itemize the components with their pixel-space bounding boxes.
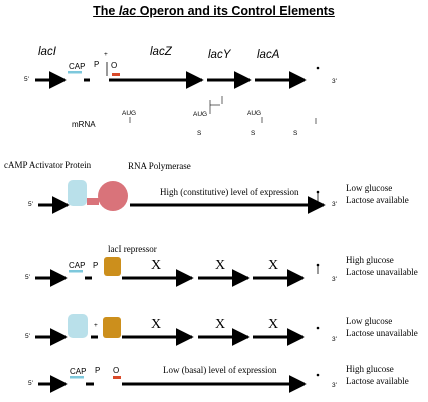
diagram-title: The lac Operon and its Control Elements — [93, 4, 335, 18]
scenario-2-block-laca: X — [268, 258, 279, 273]
mrna-marks — [129, 96, 317, 124]
scenario-4-glucose: High glucose — [346, 364, 394, 374]
scenario-1-level-dot — [316, 190, 320, 194]
cap-activator-label: cAMP Activator Protein — [4, 160, 92, 170]
mrna-aug-3: AUG — [247, 110, 262, 117]
scenario-4-dot — [316, 373, 320, 377]
scenario-1-three-prime: 3' — [332, 201, 337, 208]
promoter-label: P — [94, 60, 100, 69]
scenario-3-dot — [316, 326, 320, 330]
scenario-3-three-prime: 3' — [332, 336, 337, 343]
scenario-2-strand — [35, 257, 320, 287]
cap-site-label: CAP — [69, 62, 86, 71]
scenario-4-expression: Low (basal) level of expression — [163, 365, 277, 375]
scenario-3-block-lacy: X — [215, 317, 226, 332]
scenario-4-three-prime: 3' — [332, 382, 337, 389]
scenario-2-promoter-label: P — [93, 261, 99, 270]
top-five-prime: 5' — [24, 76, 29, 83]
mrna-stop-3: S — [293, 130, 298, 137]
scenario-4-operator-label: O — [113, 366, 120, 375]
scenario-1-glucose: Low glucose — [346, 183, 393, 193]
scenario-4-strand — [38, 373, 320, 393]
scenario-3-lactose: Lactose unavailable — [346, 328, 418, 338]
gene-label-lacy: lacY — [208, 49, 231, 61]
operator-mark — [112, 73, 120, 76]
rna-polymerase — [98, 181, 128, 211]
operator-label: O — [111, 61, 118, 70]
mrna-stop-2: S — [251, 130, 256, 137]
scenario-4-promoter-label: P — [95, 366, 101, 375]
scenario-1-strand — [38, 180, 326, 214]
start-plus-label: + — [104, 51, 108, 58]
top-three-prime: 3' — [332, 78, 337, 85]
terminator-dot — [316, 66, 320, 70]
gene-label-laci: lacI — [38, 46, 56, 58]
mrna-aug-2: AUG — [193, 111, 208, 118]
scenario-4-cap-site — [70, 376, 84, 379]
scenario-1-lactose: Lactose available — [346, 195, 409, 205]
scenario-2-dot — [316, 263, 320, 267]
mrna-aug-1: AUG — [122, 110, 137, 117]
gene-label-laca: lacA — [257, 49, 280, 61]
scenario-3-cap-protein — [68, 314, 88, 338]
scenario-2-five-prime: 5' — [25, 274, 30, 281]
scenario-3-block-laca: X — [268, 317, 279, 332]
scenario-2-lactose: Lactose unavailable — [346, 267, 418, 277]
laci-repressor — [104, 257, 121, 276]
scenario-4-lactose: Lactose available — [346, 376, 409, 386]
repressor-label: lacI repressor — [108, 244, 157, 254]
scenario-1-five-prime: 5' — [28, 201, 33, 208]
scenario-3-plus-label: + — [94, 322, 98, 329]
scenario-4-cap-label: CAP — [70, 367, 87, 376]
scenario-2-cap-site — [69, 270, 83, 273]
scenario-2-cap-label: CAP — [69, 261, 86, 270]
scenario-2-block-lacz: X — [151, 258, 162, 273]
scenario-4-five-prime: 5' — [28, 380, 33, 387]
scenario-3-glucose: Low glucose — [346, 316, 393, 326]
scenario-3-repressor — [103, 317, 121, 338]
scenario-2-three-prime: 3' — [332, 276, 337, 283]
scenario-2-block-lacy: X — [215, 258, 226, 273]
scenario-2-glucose: High glucose — [346, 255, 394, 265]
scenario-3-strand — [35, 314, 320, 346]
polymerase-linker — [87, 198, 99, 205]
mrna-label: mRNA — [72, 120, 96, 129]
cap-activator-protein — [68, 180, 87, 206]
gene-label-lacz: lacZ — [150, 46, 172, 58]
scenario-3-block-lacz: X — [151, 317, 162, 332]
mrna-stop-1: S — [197, 130, 202, 137]
rna-polymerase-label: RNA Polymerase — [128, 161, 191, 171]
title-gene-name: lac — [118, 4, 137, 18]
scenario-1-expression: High (constitutive) level of expression — [160, 187, 299, 197]
gene-map — [35, 62, 320, 89]
scenario-3-five-prime: 5' — [25, 333, 30, 340]
scenario-4-operator — [113, 376, 121, 379]
cap-site-mark — [68, 71, 82, 74]
